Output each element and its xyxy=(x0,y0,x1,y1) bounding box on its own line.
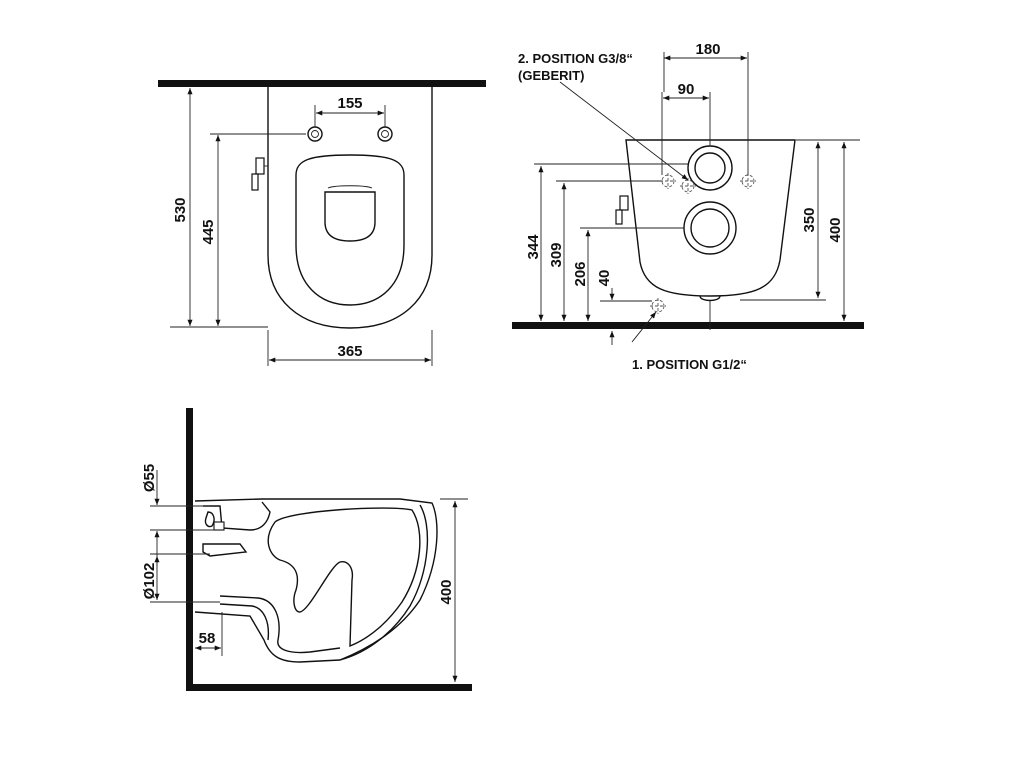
dim-530: 530 xyxy=(172,197,189,222)
inlet-hole-right xyxy=(377,126,393,142)
dim-180: 180 xyxy=(695,41,720,58)
side-inner-bowl xyxy=(267,507,421,648)
dim-400-rear: 400 xyxy=(827,217,844,242)
dim-445: 445 xyxy=(200,219,217,244)
dim-206: 206 xyxy=(572,261,589,286)
dim-90: 90 xyxy=(678,81,695,98)
dashed-position-markers xyxy=(650,173,756,314)
dim-365: 365 xyxy=(337,343,362,360)
seat-ring xyxy=(295,154,405,306)
rear-body-outline xyxy=(625,139,796,297)
bowl-opening xyxy=(324,191,376,242)
side-section-view: Ø55 Ø102 58 400 xyxy=(141,408,472,691)
rear-view: 180 90 2. POSITION G3/8“ (GEBERIT) 1. PO… xyxy=(512,41,864,372)
front-view: 530 445 155 365 xyxy=(158,80,486,366)
dim-58: 58 xyxy=(199,630,216,647)
dim-344: 344 xyxy=(525,234,542,260)
floor-bar xyxy=(512,322,864,329)
dim-40: 40 xyxy=(596,270,613,287)
position-2-sublabel: (GEBERIT) xyxy=(518,68,584,83)
wall-bar-vertical xyxy=(186,408,193,691)
dim-400-side: 400 xyxy=(438,579,455,604)
position-2-label: 2. POSITION G3/8“ xyxy=(518,51,633,66)
inlet-channel xyxy=(203,501,271,531)
dim-dia-102: Ø102 xyxy=(141,563,158,600)
floor-bar-side xyxy=(186,684,472,691)
position-1-label: 1. POSITION G1/2“ xyxy=(632,357,747,372)
wall-bar-top xyxy=(158,80,486,87)
dim-350-rear: 350 xyxy=(801,207,818,232)
dim-dia-55: Ø55 xyxy=(141,464,158,492)
inlet-hole-left xyxy=(307,126,323,142)
outlet-circle xyxy=(683,201,737,255)
bowl-outline xyxy=(267,87,433,329)
dim-309: 309 xyxy=(548,242,565,267)
dim-155: 155 xyxy=(337,95,362,112)
side-outer-outline xyxy=(194,498,438,663)
siphon-channel xyxy=(219,595,341,654)
